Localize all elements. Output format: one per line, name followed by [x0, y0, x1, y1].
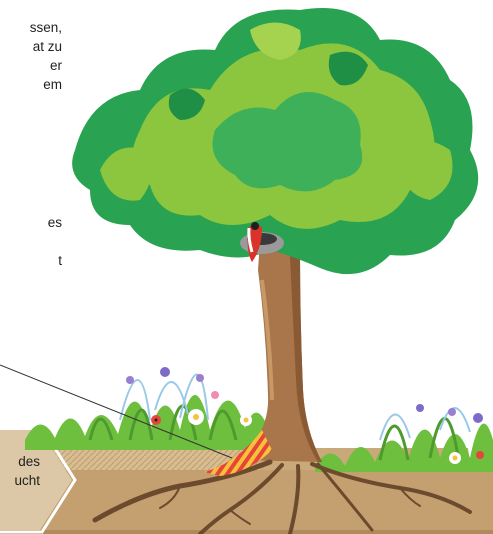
text-line: at zu — [0, 37, 62, 56]
description-text-middle: es t — [0, 213, 62, 270]
text-line: es — [0, 213, 62, 232]
text-line: t — [0, 251, 62, 270]
text-line: ucht — [0, 471, 40, 490]
ladybug-icon — [151, 415, 161, 425]
arrow-label-text: des ucht — [0, 452, 40, 490]
description-text-top: ssen, at zu er em — [0, 18, 62, 94]
grass-left — [25, 367, 272, 450]
text-line: er — [0, 56, 62, 75]
text-line — [0, 232, 62, 251]
grass-right — [315, 404, 493, 472]
text-line: ssen, — [0, 18, 62, 37]
nest-icon — [240, 232, 284, 254]
text-line: em — [0, 75, 62, 94]
text-line: des — [0, 452, 40, 471]
